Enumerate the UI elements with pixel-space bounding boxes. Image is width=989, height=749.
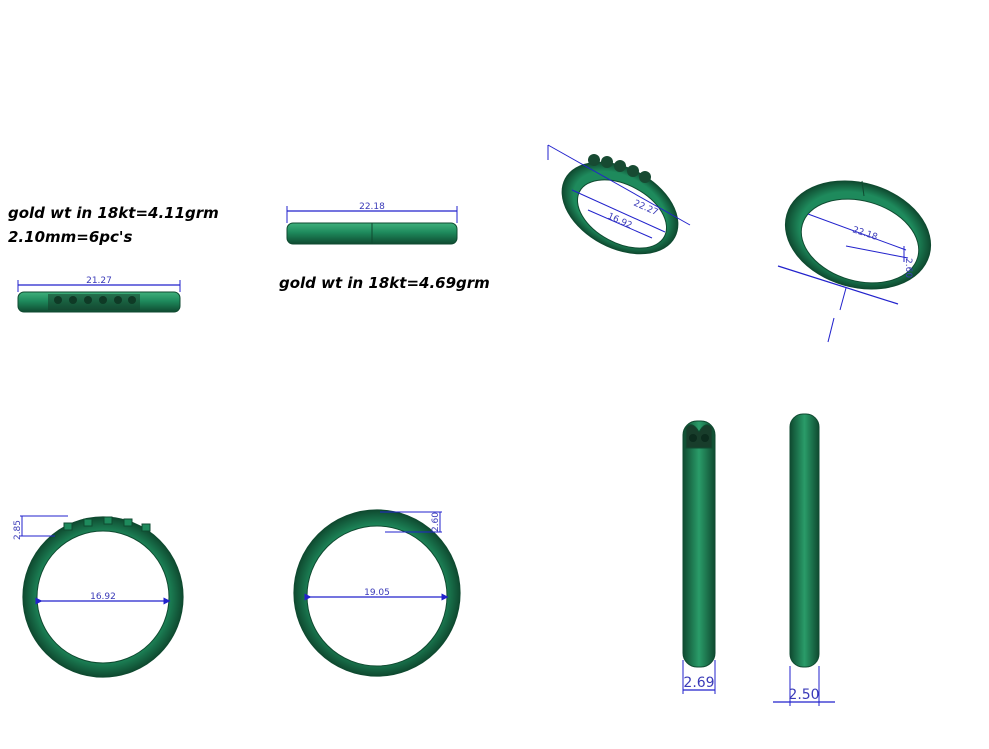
ring-a-stone-setting: [48, 294, 140, 310]
dim-ring-a-height: 2.85: [13, 520, 23, 540]
dim-ring-a-band-width: 2.69: [683, 675, 714, 691]
ring-b-isometric-view: 22.18 2.60: [777, 180, 932, 343]
ring-a-front-prongs: [63, 516, 151, 532]
ring-a-isometric-view: 22.27 16.92: [547, 144, 691, 255]
ring-a-weight-note: gold wt in 18kt=4.11grm: [8, 204, 219, 222]
dim-ring-b-top-width: 22.18: [359, 202, 385, 212]
ring-a-front-view: 16.92 2.85: [13, 515, 184, 678]
ring-a-stone-note: 2.10mm=6pc's: [8, 228, 133, 246]
ring-b-edge-view: 2.50: [773, 413, 835, 706]
dim-ring-a-inner-diameter: 16.92: [90, 592, 116, 602]
dim-iso-b-height: 2.60: [903, 258, 913, 278]
dim-ring-b-height: 2.60: [431, 512, 441, 532]
dim-ring-b-band-width: 2.50: [788, 687, 819, 703]
ring-a-edge-view: 2.69: [682, 420, 716, 694]
ring-a-top-view: 21.27: [17, 276, 181, 313]
ring-a-iso-stones: [588, 154, 651, 183]
ring-b-top-view: 22.18: [286, 202, 458, 245]
ring-b-front-view: 19.05 2.60: [293, 509, 461, 677]
ring-b-weight-note: gold wt in 18kt=4.69grm: [279, 274, 490, 292]
dim-ring-a-top-width: 21.27: [86, 276, 112, 286]
dim-ring-b-inner-diameter: 19.05: [364, 588, 390, 598]
